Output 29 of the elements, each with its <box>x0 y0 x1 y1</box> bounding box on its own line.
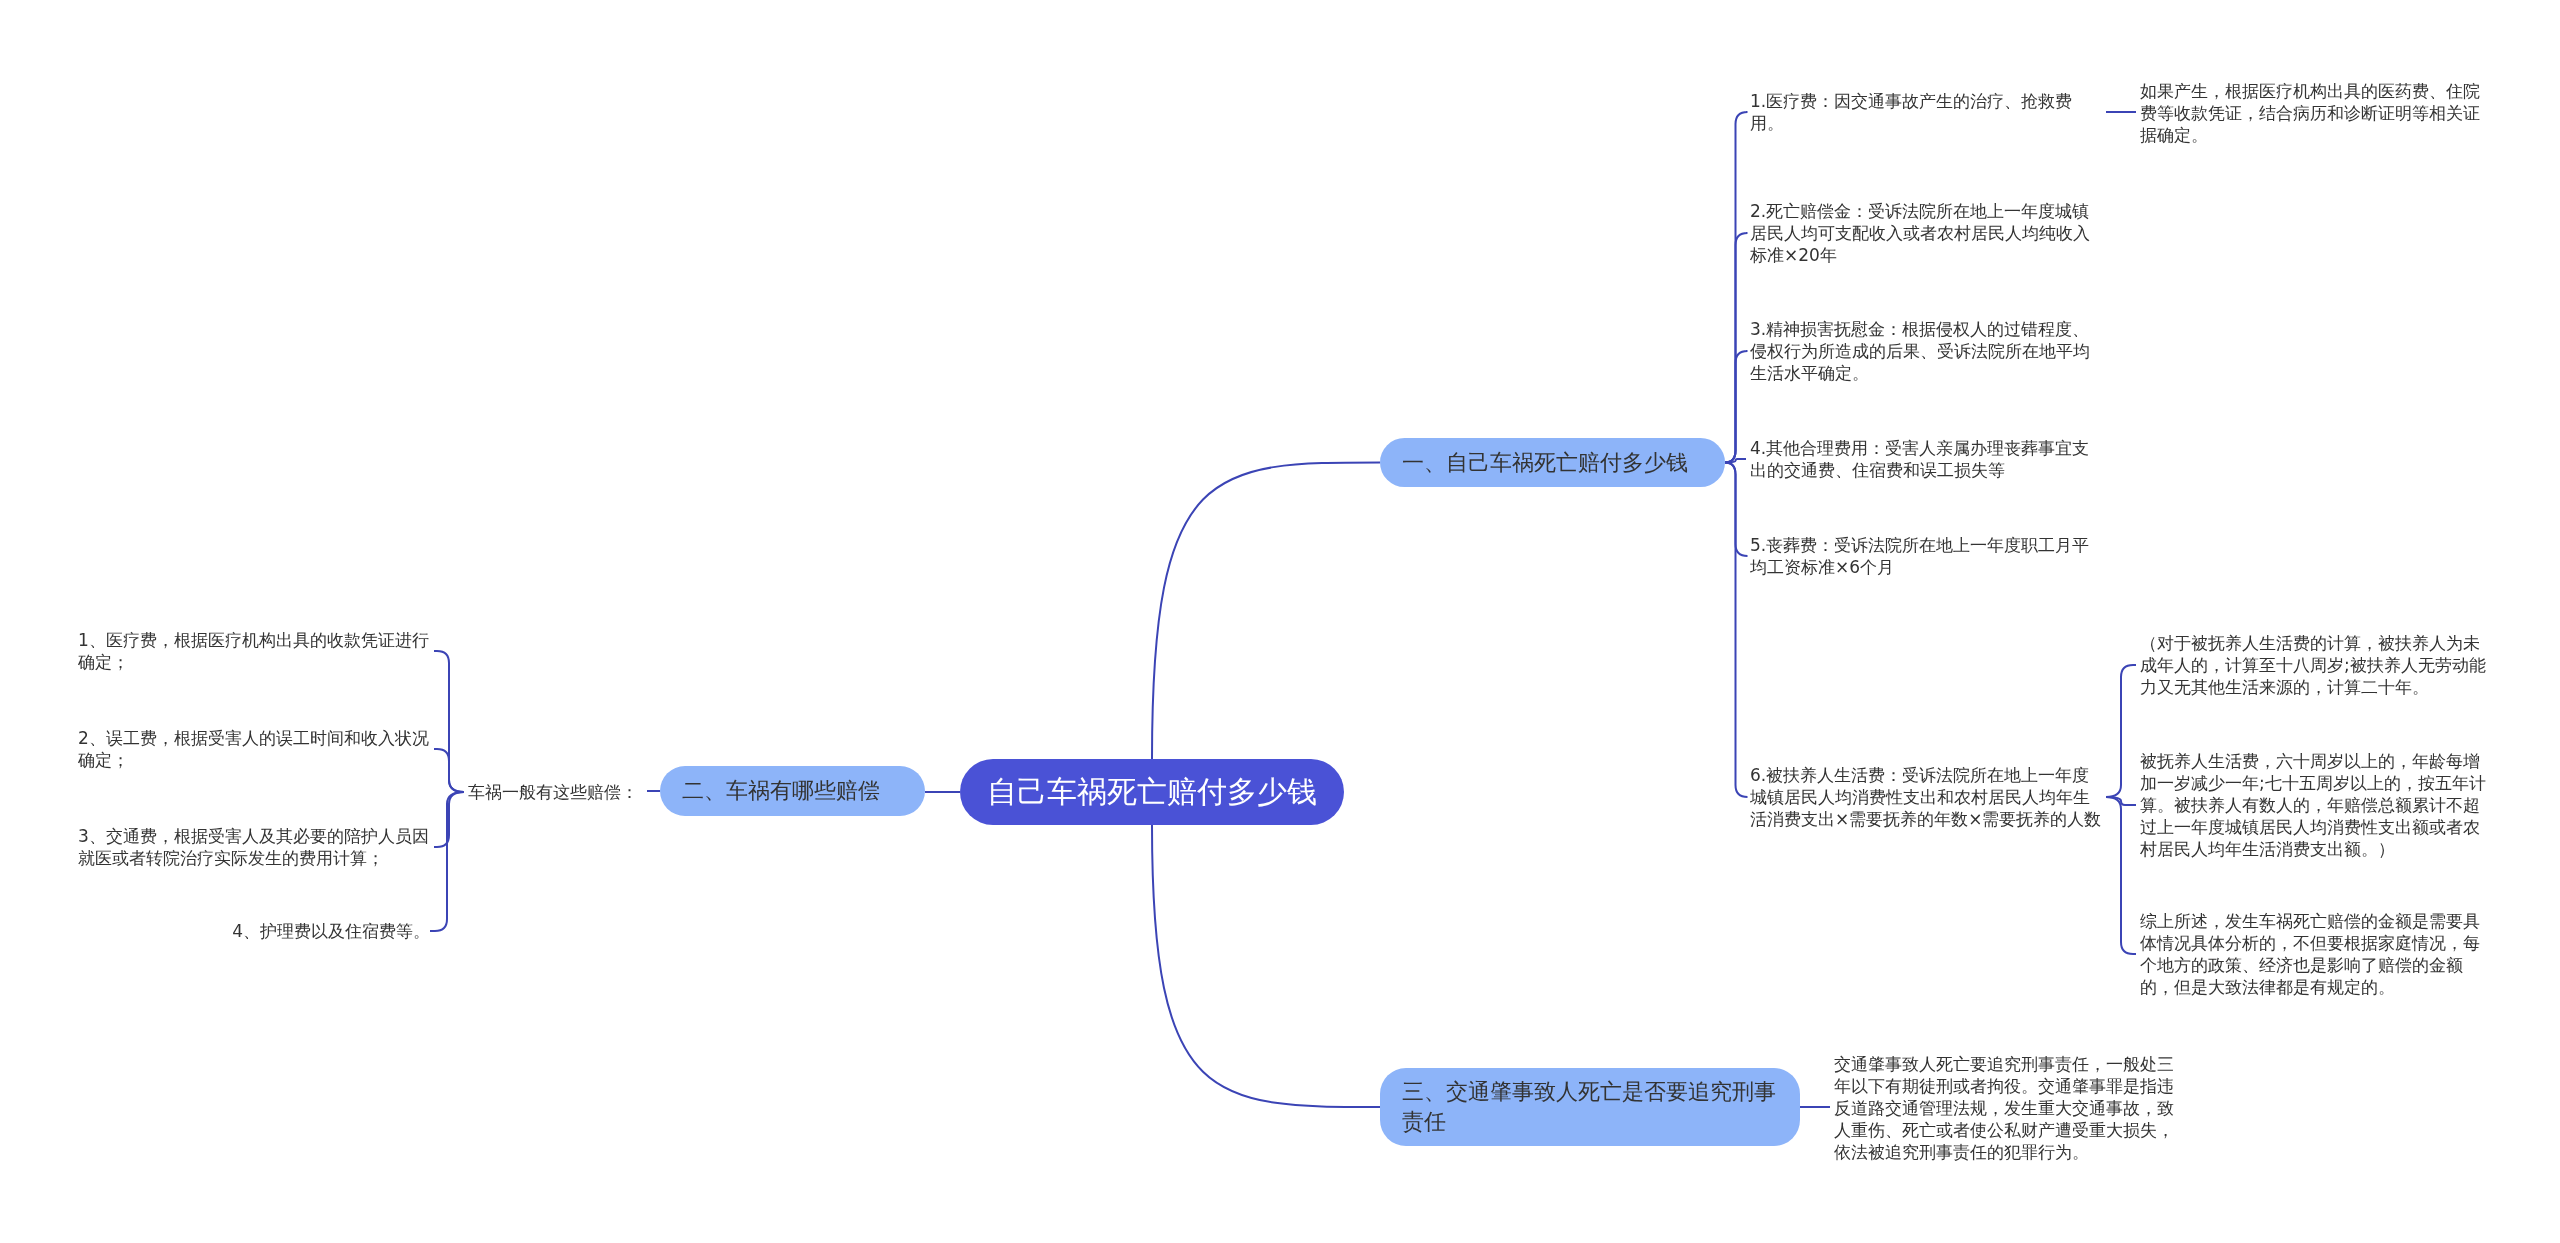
connector-line <box>1724 458 1747 464</box>
topic-text: 交通肇事致人死亡要追究刑事责任，一般处三年以下有期徒刑或者拘役。交通肇事罪是指违反道路交通管理法规，发生重大交通事故，致人重伤、死亡或者使公私财产遭受重大损失，依法被追究刑事责任的犯罪行为。 <box>1834 1053 2184 1163</box>
topic-text: 3.精神损害抚慰金：根据侵权人的过错程度、侵权行为所造成的后果、受诉法院所在地平均生活水平确定。 <box>1750 318 2102 384</box>
topic-text: 综上所述，发生车祸死亡赔偿的金额是需要具体情况具体分析的，不但要根据家庭情况，每个地方的政策、经济也是影响了赔偿的金额的，但是大致法律都是有规定的。 <box>2140 910 2492 998</box>
branch-topic: 一、自己车祸死亡赔付多少钱 <box>1380 438 1725 487</box>
connector-line <box>2105 796 2137 955</box>
connector-line <box>1724 461 1749 798</box>
topic-text: 1.医疗费：因交通事故产生的治疗、抢救费用。 <box>1750 90 2102 134</box>
topic-text: 2、误工费，根据受害人的误工时间和收入状况确定； <box>78 727 430 771</box>
branch-topic: 三、交通肇事致人死亡是否要追究刑事责任 <box>1380 1068 1800 1146</box>
connector-line <box>1799 1106 1831 1108</box>
topic-text: 2.死亡赔偿金：受诉法院所在地上一年度城镇居民人均可支配收入或者农村居民人均纯收入标准×20年 <box>1750 200 2102 266</box>
topic-text: 车祸一般有这些赔偿： <box>468 781 643 803</box>
topic-text: 如果产生，根据医疗机构出具的医药费、住院费等收款凭证，结合病历和诊断证明等相关证据确定。 <box>2140 80 2492 146</box>
central-topic: 自己车祸死亡赔付多少钱 <box>960 759 1344 825</box>
connector-line <box>924 791 961 793</box>
branch-topic: 二、车祸有哪些赔偿 <box>660 766 925 816</box>
connector-line <box>1151 824 1381 1108</box>
topic-text: 4、护理费以及住宿费等。 <box>200 920 430 942</box>
connector-line <box>2105 111 2137 113</box>
topic-text: 6.被扶养人生活费：受诉法院所在地上一年度城镇居民人均消费性支出和农村居民人均年生活消费支出×需要抚养的年数×需要抚养的人数 <box>1750 764 2102 830</box>
topic-text: 被抚养人生活费，六十周岁以上的，年龄每增加一岁减少一年;七十五周岁以上的，按五年计算。被扶养人有数人的，年赔偿总额累计不超过上一年度城镇居民人均消费性支出额或者农村居民人均年生活消费支出额。） <box>2140 750 2492 860</box>
topic-text: 1、医疗费，根据医疗机构出具的收款凭证进行确定； <box>78 629 430 673</box>
connector-line <box>646 790 661 792</box>
topic-text: 3、交通费，根据受害人及其必要的陪护人员因就医或者转院治疗实际发生的费用计算； <box>78 825 430 869</box>
topic-text: 4.其他合理费用：受害人亲属办理丧葬事宜支出的交通费、住宿费和误工损失等 <box>1750 437 2102 481</box>
topic-text: 5.丧葬费：受诉法院所在地上一年度职工月平均工资标准×6个月 <box>1750 534 2102 578</box>
connector-line <box>1151 461 1381 760</box>
topic-text: （对于被抚养人生活费的计算，被扶养人为未成年人的，计算至十八周岁;被扶养人无劳动能力又无其他生活来源的，计算二十年。 <box>2140 632 2492 698</box>
